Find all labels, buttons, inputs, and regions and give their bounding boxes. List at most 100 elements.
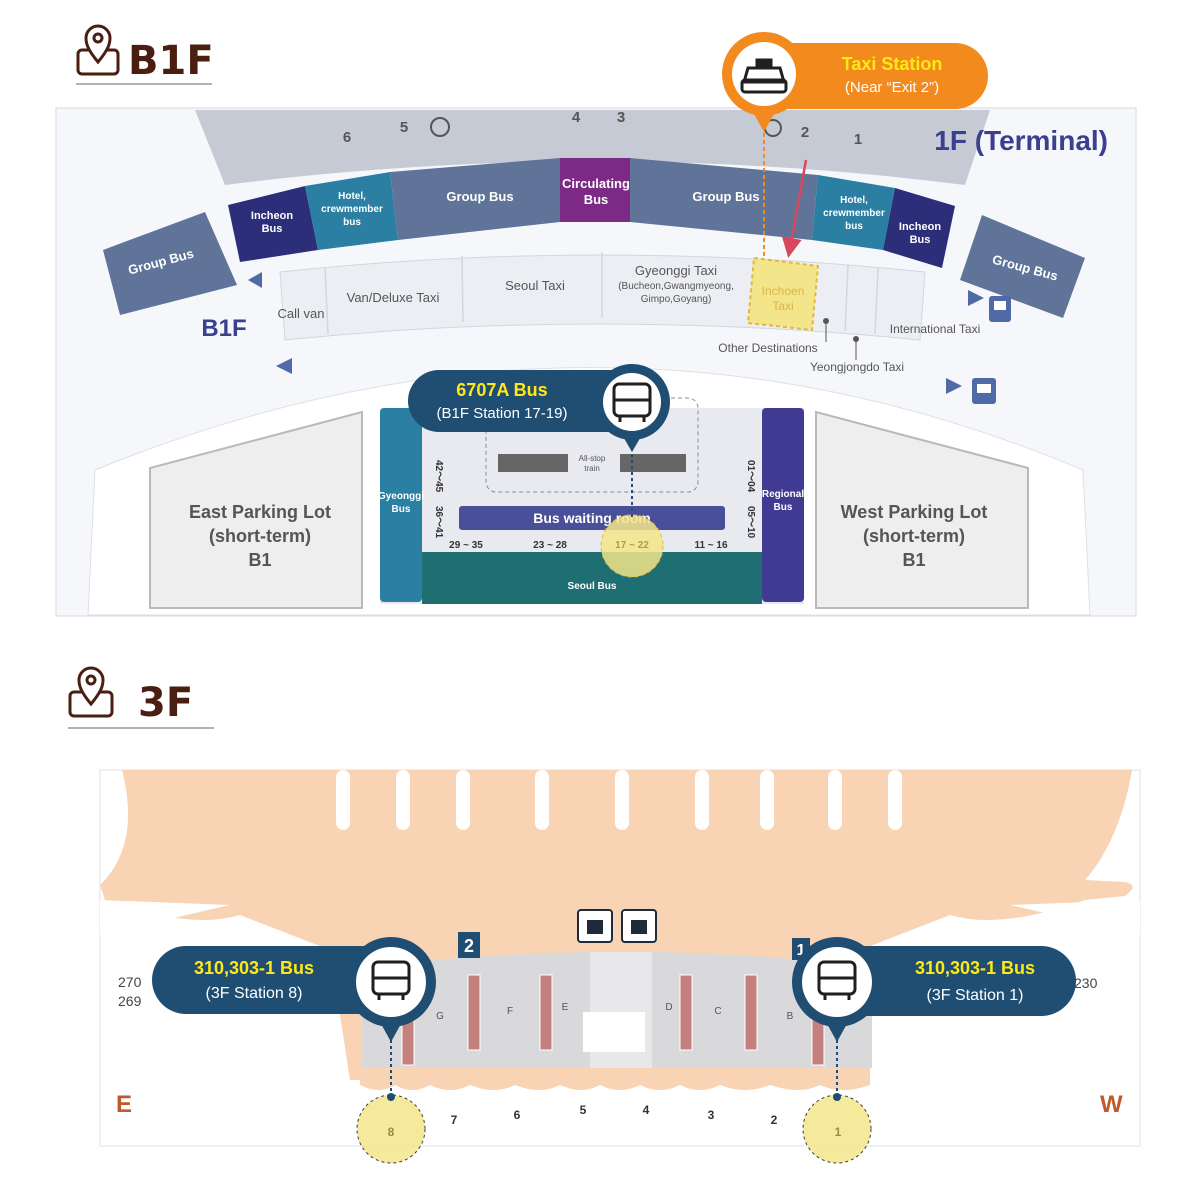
station-8-highlight: [356, 1094, 426, 1164]
counter-d: D: [665, 1002, 672, 1013]
station-3: 3: [708, 1108, 715, 1122]
zone-group-bus-far-right: [960, 215, 1085, 318]
bus-6707a-title: 6707A Bus: [456, 380, 547, 400]
exit-2-arrow: [781, 159, 808, 258]
label-incheon-bus-left-1: Incheon: [251, 210, 293, 222]
gate-270: 270: [118, 974, 142, 990]
bus-310-station-1-callout: 310,303-1 Bus (3F Station 1): [792, 937, 1076, 1042]
terminal-1f-band: [195, 110, 990, 185]
regional-bus-zone: [762, 408, 804, 602]
station-4: 4: [643, 1103, 650, 1117]
counter-g: G: [436, 1011, 444, 1022]
gyeonggi-bus-zone: [380, 408, 422, 602]
gate-labels: 270 269 230: [118, 974, 1098, 1009]
stop-range-labels: 29 ~ 35 23 ~ 28 17 ~ 22 11 ~ 16: [449, 540, 728, 551]
bus-icon: [612, 382, 652, 422]
help-desk-icon: [621, 909, 657, 943]
all-stop-train-label-1: All-stop: [579, 454, 606, 463]
gyeonggi-bus-label-1: Gyeonggi: [378, 491, 424, 502]
help-desk-icon: [577, 909, 613, 943]
zone-incheon-bus-left: [228, 186, 318, 262]
east-parking-1: East Parking Lot: [189, 502, 331, 522]
label-other-destinations: Other Destinations: [718, 341, 817, 355]
central-block: [583, 1012, 645, 1052]
bus-310-station-8-callout: 310,303-1 Bus (3F Station 8): [152, 937, 436, 1042]
west-parking-lot: [815, 410, 1029, 609]
west-parking-3: B1: [902, 550, 925, 570]
bus-sign-icon: [989, 296, 1011, 322]
west-parking-1: West Parking Lot: [841, 502, 988, 522]
label-gyeonggi-taxi-3: Gimpo,Goyang): [641, 294, 712, 305]
svg-text:2: 2: [464, 936, 474, 956]
stop-range-23-28: 23 ~ 28: [533, 540, 567, 551]
regional-bus-label-2: Bus: [774, 502, 793, 513]
counter-labels: G F E D C B: [436, 1002, 794, 1022]
taxi-dividers: [324, 252, 879, 335]
taxi-icon: [740, 58, 788, 94]
platform-36-41: 36～41: [433, 506, 444, 539]
east-label: E: [116, 1091, 132, 1118]
station-2: 2: [771, 1113, 778, 1127]
zone-group-bus-left: [390, 158, 560, 240]
pier-gaps: [100, 770, 1140, 935]
b1f-floor-label: B1F: [201, 315, 246, 342]
zone-hotel-bus-left: [305, 172, 398, 250]
label-incheon-taxi-2: Taxi: [772, 299, 793, 313]
bus-icon: [817, 960, 857, 1000]
regional-bus-label-1: Regional: [762, 489, 804, 500]
label-gyeonggi-taxi-2: (Bucheon,Gwangmyeong,: [618, 281, 734, 292]
seoul-bus-label: Seoul Bus: [568, 581, 617, 592]
exit-1: 1: [854, 131, 862, 148]
train-icon: [498, 454, 686, 472]
exit-3: 3: [617, 109, 625, 126]
gate-230: 230: [1074, 975, 1098, 991]
all-stop-train-label-2: train: [584, 464, 600, 473]
taxi-callout-subtitle: (Near “Exit 2”): [845, 79, 939, 96]
location-pin-icon: [68, 666, 114, 718]
label-van-deluxe: Van/Deluxe Taxi: [347, 290, 440, 305]
zone-group-bus-right: [630, 158, 818, 240]
station-numbers: 8 7 6 5 4 3 2 1: [388, 1103, 842, 1139]
zone-hotel-bus-right: [812, 175, 895, 250]
zone-circulating-bus: [560, 158, 630, 222]
label-incheon-taxi-1: Inchoen: [762, 284, 805, 298]
platform-42-45: 42～45: [433, 460, 444, 493]
taxi-sign-icon: [972, 378, 996, 404]
label-circulating-1: Circulating: [562, 176, 630, 191]
station-1-highlight: [802, 1094, 872, 1164]
bus-6707a-callout: 6707A Bus (B1F Station 17-19): [408, 364, 670, 452]
taxi-station-callout: Taxi Station (Near “Exit 2”): [722, 32, 988, 132]
platform-range-labels: 42～45 36～41 01～04 05～10: [433, 460, 756, 539]
parking-labels: East Parking Lot (short-term) B1 West Pa…: [189, 502, 987, 570]
right-callout-title: 310,303-1 Bus: [915, 958, 1035, 978]
label-incheon-bus-right-1: Incheon: [899, 221, 941, 233]
counter-e: E: [562, 1002, 569, 1013]
station-8: 8: [388, 1125, 395, 1139]
terminal-label: 1F (Terminal): [934, 125, 1108, 156]
stop-range-17-22: 17 ~ 22: [615, 540, 649, 551]
incheon-taxi-highlight: [746, 256, 820, 332]
exit-sign-2: 2: [458, 932, 480, 958]
bus-zones-arc: [103, 158, 1085, 318]
taxi-labels: Call van Van/Deluxe Taxi Seoul Taxi Gyeo…: [278, 263, 981, 374]
check-in-counters: [401, 974, 825, 1066]
svg-text:1: 1: [797, 942, 806, 959]
label-hotel-right-3: bus: [845, 221, 863, 232]
west-parking-2: (short-term): [863, 526, 965, 546]
right-callout-subtitle: (3F Station 1): [927, 987, 1024, 1004]
label-international-taxi: International Taxi: [890, 322, 981, 336]
f3-heading: 3F: [138, 680, 193, 726]
flow-arrows: [248, 272, 984, 394]
counter-f: F: [507, 1006, 513, 1017]
taxi-leader-lines: [823, 318, 859, 360]
label-incheon-bus-right-2: Bus: [910, 234, 931, 246]
label-circulating-2: Bus: [584, 192, 609, 207]
east-parking-3: B1: [248, 550, 271, 570]
zone-incheon-bus-right: [883, 188, 955, 268]
counter-b: B: [787, 1011, 794, 1022]
label-gyeonggi-taxi-1: Gyeonggi Taxi: [635, 263, 717, 278]
counter-c: C: [714, 1006, 721, 1017]
zone-group-bus-far-left: [103, 212, 237, 315]
bus-icon: [371, 960, 411, 1000]
